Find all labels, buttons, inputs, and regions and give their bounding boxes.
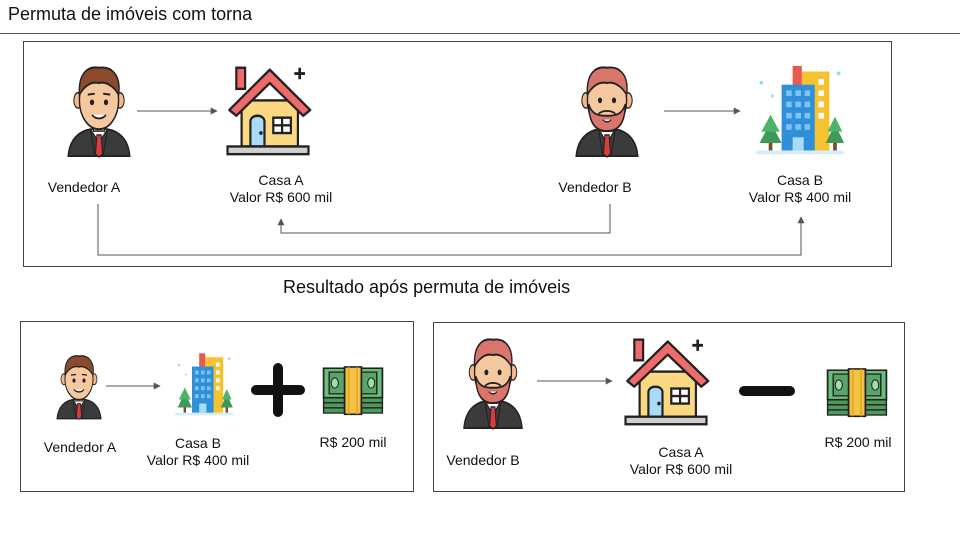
result-b-property-name: Casa A [658,444,704,460]
seller-a-label: Vendedor A [47,179,121,195]
page-title: Permuta de imóveis com torna [8,4,253,24]
minus-icon [739,386,795,396]
businessman-icon [64,62,134,158]
result-a-seller-label: Vendedor A [43,439,117,455]
result-subtitle: Resultado após permuta de imóveis [283,277,571,297]
seller-b-label: Vendedor B [558,179,632,195]
house-icon [622,334,710,428]
house-icon [224,62,312,158]
result-a-money-label: R$ 200 mil [319,434,387,450]
result-b-property-value: Valor R$ 600 mil [629,461,733,477]
result-b-seller-label: Vendedor B [446,452,520,468]
house-a-value: Valor R$ 600 mil [229,189,333,205]
money-stack-icon [318,358,388,422]
result-b-money-label: R$ 200 mil [824,434,892,450]
house-b-value: Valor R$ 400 mil [748,189,852,205]
building-icon [754,64,846,158]
bearded-businessman-icon [460,334,526,430]
house-b-name: Casa B [777,172,823,188]
result-a-property-name: Casa B [175,435,221,451]
money-stack-icon [822,360,892,424]
building-icon [174,352,234,418]
title-divider [0,33,960,34]
house-a-name: Casa A [258,172,304,188]
result-a-property-value: Valor R$ 400 mil [146,452,250,468]
bearded-businessman-icon [572,62,642,158]
plus-icon [251,363,305,417]
businessman-icon [54,352,104,420]
